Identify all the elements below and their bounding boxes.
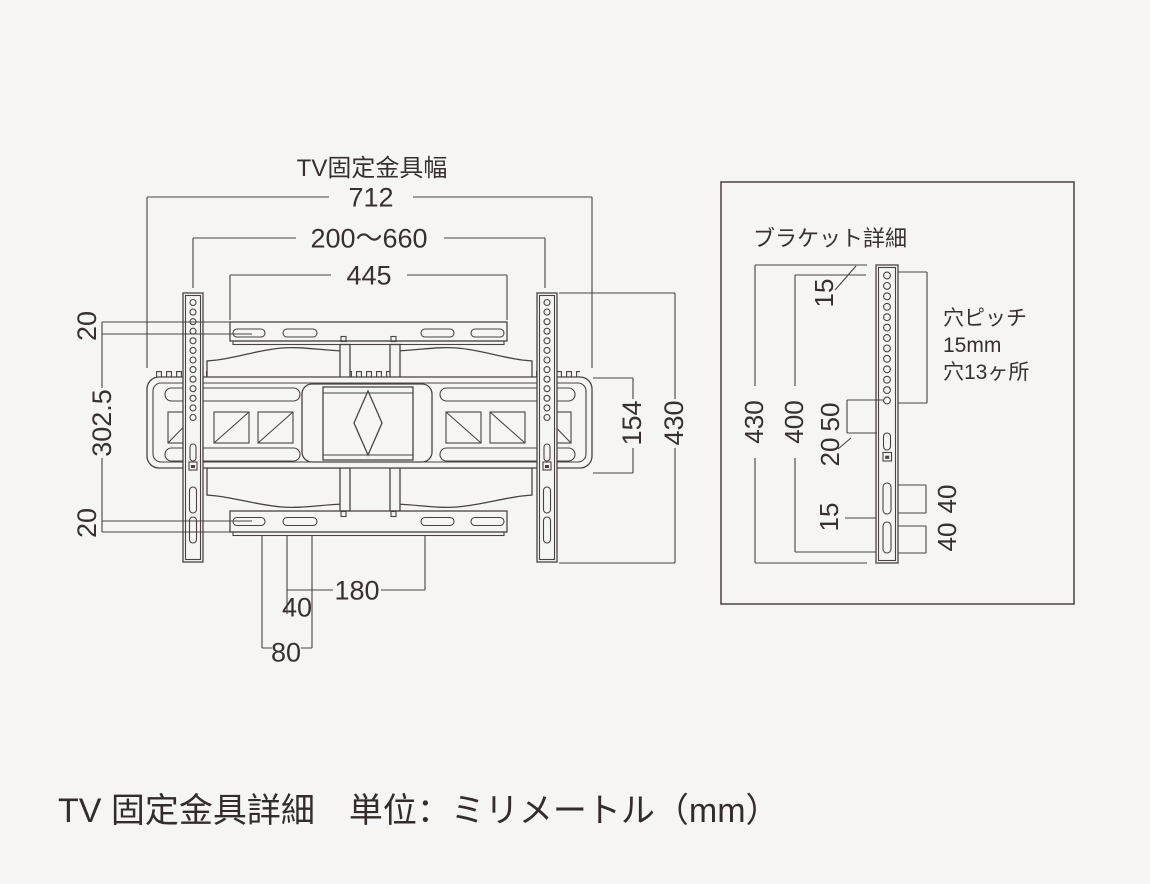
tv-bar-top-body <box>229 321 508 342</box>
tv-bar-bottom-body <box>229 510 508 533</box>
detail-box-border <box>720 181 1075 605</box>
detail-dim-400-label: 400 <box>779 400 809 443</box>
rail-left-inner <box>184 294 202 561</box>
post-bottom-right <box>389 467 401 512</box>
dim-pitch-40-label: 40 <box>282 593 312 623</box>
wall-rail-left <box>182 292 204 563</box>
rail-left-slot-lower <box>188 516 198 544</box>
hole-pitch-note: 穴ピッチ 15mm 穴13ヶ所 <box>943 307 1029 384</box>
dim-edge-to-slot-bottom-label: 20 <box>72 508 102 538</box>
detail-dim-15-mid-label: 15 <box>814 503 844 532</box>
rail-right-lock <box>542 461 552 471</box>
diamond-emblem <box>353 389 383 457</box>
front-dimensions: 712 200〜660 445 20 302.5 20 154 430 180 … <box>72 183 689 668</box>
detail-dim-430-label: 430 <box>739 400 769 443</box>
arm-top-right <box>394 347 533 379</box>
note-line-2: 15mm <box>943 334 1001 357</box>
detail-dim-50-label: 50 <box>815 403 845 432</box>
dim-edge-to-slot-top-label: 20 <box>72 311 102 341</box>
arm-bottom-right <box>394 467 533 508</box>
detail-rail-outline <box>875 264 899 564</box>
post-top-left <box>339 343 351 379</box>
rail-left-lock <box>188 461 198 471</box>
page-caption: TV 固定金具詳細 単位：ミリメートル（mm） <box>58 792 780 830</box>
tv-bar-bottom-lip <box>232 531 505 537</box>
body-serration <box>156 371 580 378</box>
dim-adjustable-span-label: 200〜660 <box>310 224 427 254</box>
detail-dim-40-bottom-label: 40 <box>932 523 962 552</box>
rail-right-holes <box>543 298 551 422</box>
detail-dim-15-top-label: 15 <box>809 279 839 308</box>
detail-view-title: ブラケット詳細 <box>753 226 907 251</box>
dim-pitch-80-label: 80 <box>271 638 301 668</box>
detail-slot-upper <box>882 482 892 515</box>
detail-rail <box>875 264 899 564</box>
rail-right-hook-slot <box>543 443 551 462</box>
dim-slot-span-label: 302.5 <box>87 389 117 457</box>
detail-dim-20-label: 20 <box>815 438 845 467</box>
tv-bar-bottom <box>229 510 508 537</box>
dim-rail-height-label: 430 <box>659 400 689 445</box>
dim-bar-width-label: 445 <box>346 261 391 291</box>
tv-bar-top-lip <box>232 340 505 346</box>
truss-pattern-left <box>167 411 294 444</box>
rail-right-inner <box>538 294 556 561</box>
note-line-1: 穴ピッチ <box>943 307 1027 330</box>
rail-left-hook-slot <box>189 443 197 462</box>
rail-left-outline <box>182 292 204 563</box>
center-plate <box>301 383 433 463</box>
rail-left-slot-upper <box>188 486 198 514</box>
rail-left-holes <box>189 298 197 422</box>
arm-bottom-left <box>206 467 345 508</box>
rail-right-outline <box>536 292 558 563</box>
wall-rail-right <box>536 292 558 563</box>
detail-hook-slot <box>882 432 892 451</box>
detail-slot-lower <box>882 521 892 554</box>
detail-rail-inner <box>877 266 897 562</box>
swivel-arms <box>206 347 533 508</box>
front-view-title: TV固定金具幅 <box>297 155 448 182</box>
detail-dim-40-top-label: 40 <box>932 485 962 514</box>
rail-right-slot-upper <box>542 486 552 514</box>
rail-right-slot-lower <box>542 516 552 544</box>
dim-overall-width-label: 712 <box>348 183 393 213</box>
dim-pitch-180-label: 180 <box>334 576 379 606</box>
detail-rail-holes <box>883 271 891 405</box>
dim-body-height-label: 154 <box>617 400 647 445</box>
detail-view: ブラケット詳細 430 <box>720 181 1075 605</box>
detail-dimensions: 430 400 15 50 20 15 40 40 <box>739 264 962 564</box>
post-bottom-left <box>339 467 351 512</box>
arm-top-left <box>206 347 345 379</box>
front-view: TV固定金具幅 <box>72 155 689 668</box>
note-line-3: 穴13ヶ所 <box>943 361 1029 384</box>
post-top-right <box>389 343 401 379</box>
detail-lock <box>882 451 893 462</box>
tv-bar-top <box>229 321 508 346</box>
